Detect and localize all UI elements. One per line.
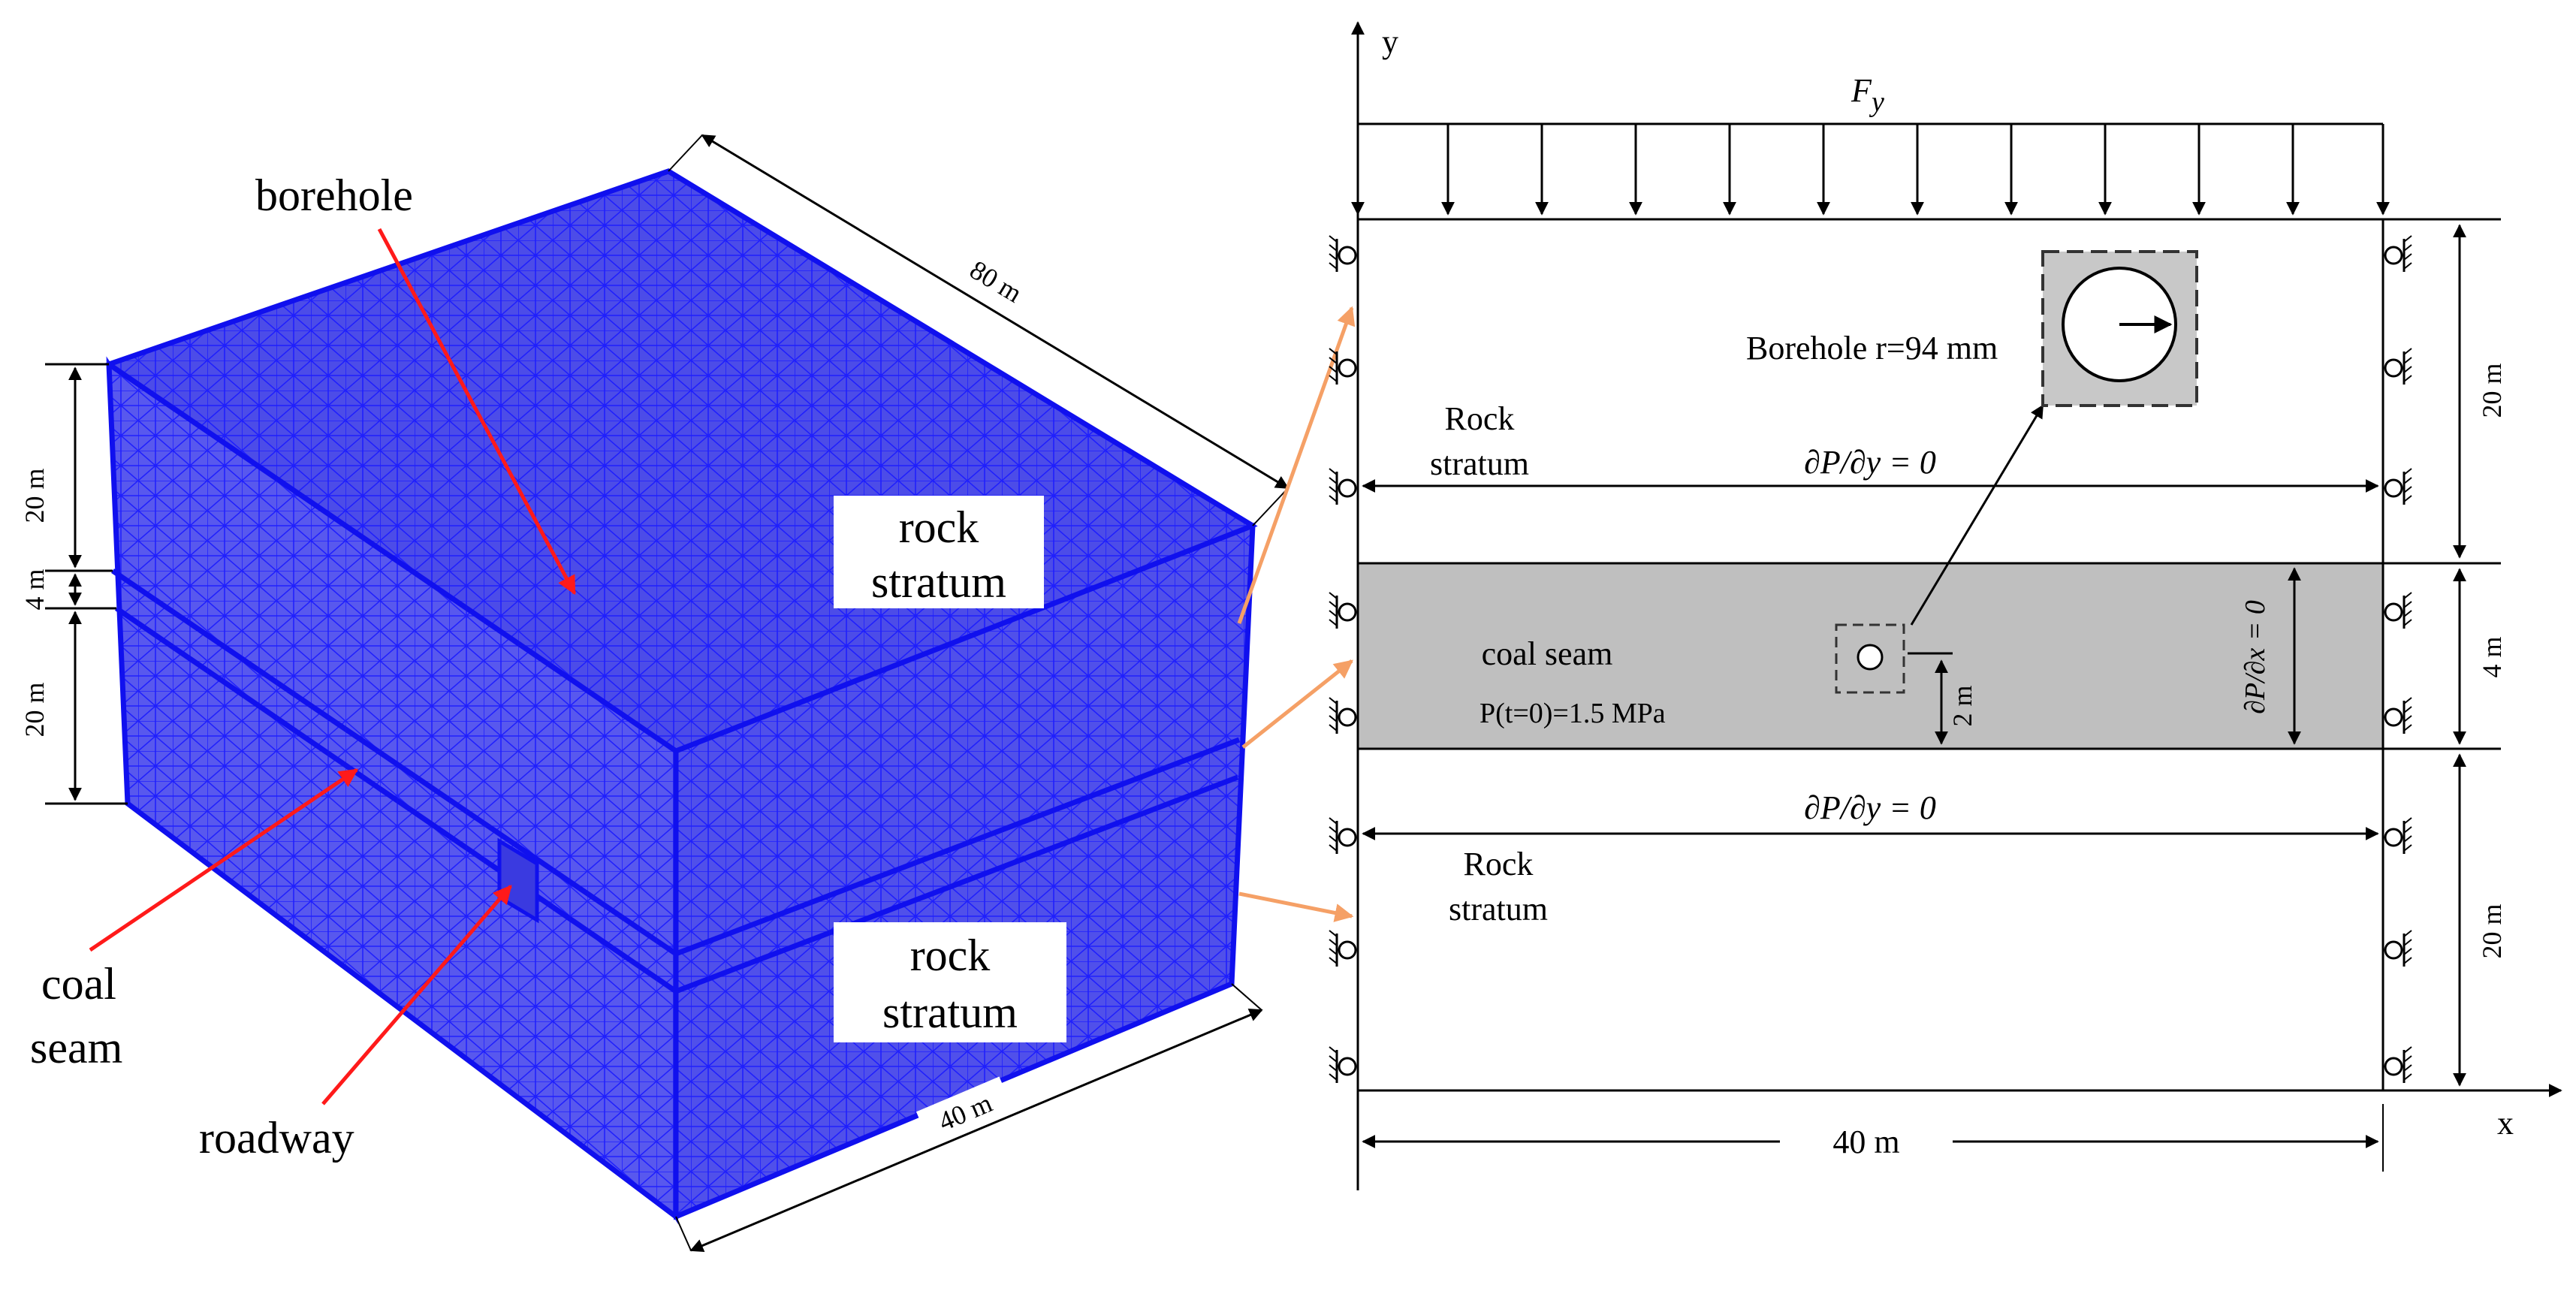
roller-support <box>1329 1046 1357 1083</box>
borehole-marker-box <box>1835 623 1905 694</box>
connectors <box>1237 306 1356 922</box>
axis-y-label: y <box>1382 23 1398 60</box>
bc-bottom: ∂P/∂y = 0 <box>1804 789 1936 826</box>
label-rock-bottom-line1: rock <box>910 931 991 980</box>
rock-stratum-top-line1: Rock <box>1445 400 1515 437</box>
initial-pressure: P(t=0)=1.5 MPa <box>1480 698 1666 729</box>
rock-stratum-bottom-line2: stratum <box>1449 891 1548 928</box>
label-roadway: roadway <box>199 1113 354 1163</box>
label-borehole: borehole <box>255 170 413 220</box>
load-label: F <box>1851 72 1872 109</box>
roller-support <box>1329 348 1357 385</box>
load-arrows <box>1351 124 2390 216</box>
left-dimensions: 20 m 4 m 20 m 80 m 40 m <box>20 134 1290 1253</box>
bc-top: ∂P/∂y = 0 <box>1804 444 1936 481</box>
roller-support <box>2384 348 2412 385</box>
roller-supports <box>1329 235 2412 1083</box>
dim-right-top: 20 m <box>2477 363 2507 418</box>
label-rock-top-line2: stratum <box>871 557 1006 607</box>
roller-support <box>2384 235 2412 272</box>
rock-stratum-bottom-line1: Rock <box>1464 846 1534 882</box>
roller-support <box>1329 468 1357 505</box>
roller-support <box>1329 235 1357 272</box>
rock-stratum-top-line2: stratum <box>1430 445 1529 482</box>
label-rock-bottom-line2: stratum <box>882 988 1018 1037</box>
dim-top-thickness: 20 m <box>20 468 50 523</box>
dim-right-bottom: 20 m <box>2477 903 2507 958</box>
roller-support <box>1329 930 1357 967</box>
roller-support <box>2384 592 2412 629</box>
label-box-rock-bottom <box>834 922 1066 1042</box>
label-coal: coal <box>41 959 116 1009</box>
dim-bottom-width: 40 m <box>1832 1124 1899 1160</box>
coal-seam-label: coal seam <box>1482 635 1613 672</box>
dim-offset: 2 m <box>1947 685 1977 726</box>
load-sub-label: y <box>1869 86 1884 118</box>
mesh-block <box>104 168 1258 1224</box>
roller-support <box>2384 468 2412 505</box>
roller-support <box>2384 1046 2412 1083</box>
roller-support <box>1329 697 1357 734</box>
label-rock-top-line1: rock <box>899 502 979 552</box>
dim-right-coal: 4 m <box>2477 636 2507 677</box>
label-seam: seam <box>30 1023 122 1072</box>
dim-coal-thickness: 4 m <box>20 569 50 610</box>
roller-support <box>2384 930 2412 967</box>
label-box-rock-top <box>834 496 1044 608</box>
roller-support <box>2384 697 2412 734</box>
axis-x-label: x <box>2497 1105 2514 1142</box>
roller-support <box>1329 817 1357 854</box>
bc-side: ∂P/∂x = 0 <box>2240 600 2271 714</box>
roller-support <box>2384 817 2412 854</box>
dim-bottom-thickness: 20 m <box>20 682 50 737</box>
roller-support <box>1329 592 1357 629</box>
schematic: y x F y 20 m 4 m 20 m 40 m ∂P/∂y = 0 <box>1329 21 2562 1190</box>
borehole-marker <box>1857 644 1884 671</box>
left-labels: borehole rock stratum rock stratum coal … <box>30 170 1066 1163</box>
borehole-radius-label: Borehole r=94 mm <box>1746 330 1998 366</box>
